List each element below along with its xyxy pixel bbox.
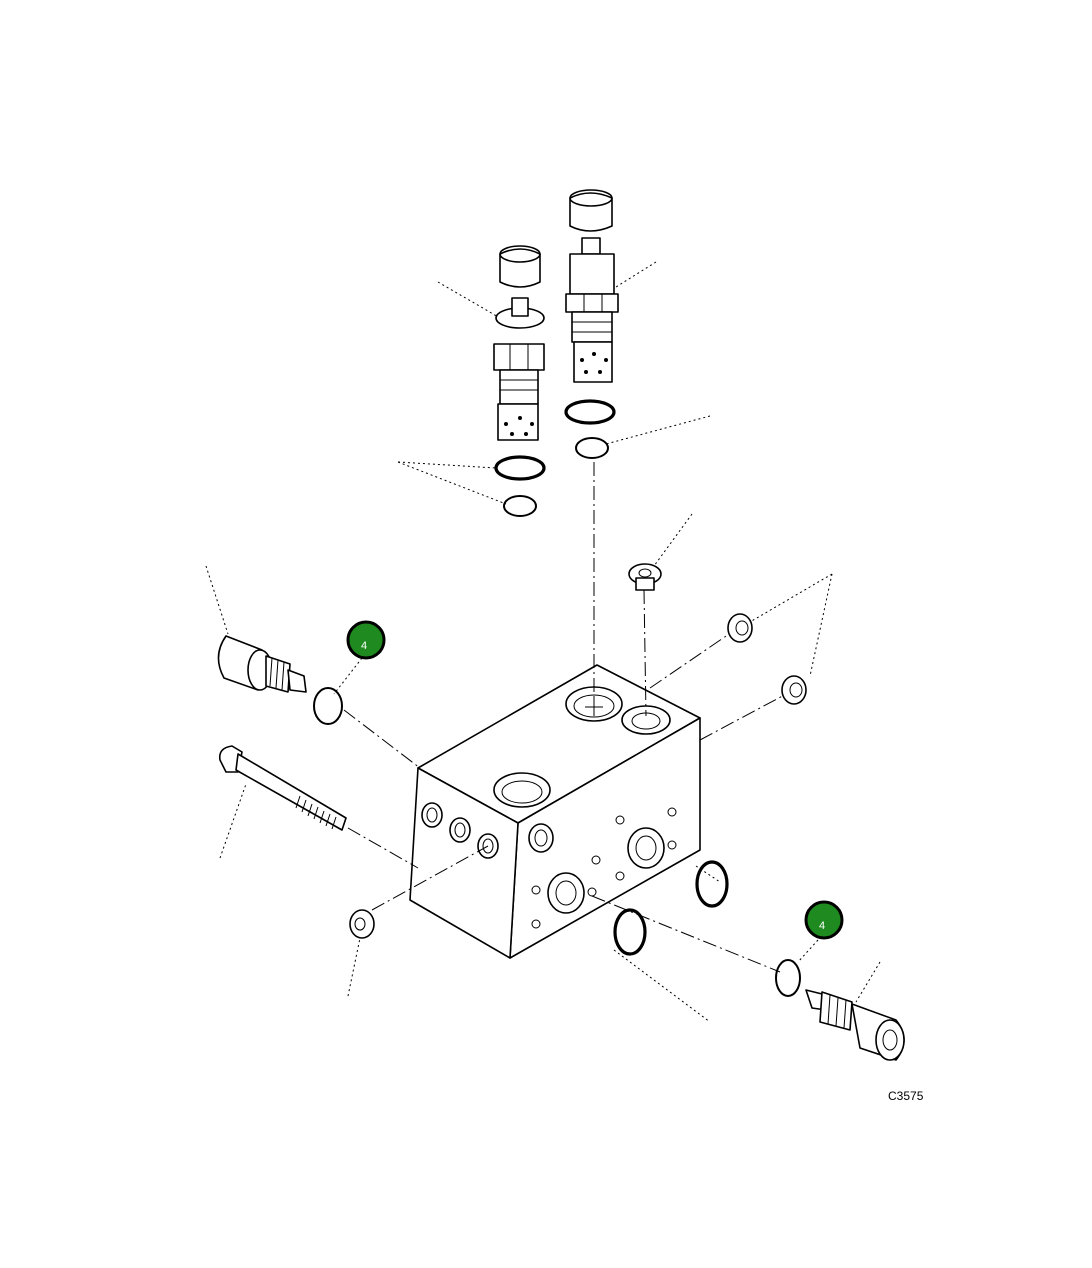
long-bolt (218, 745, 347, 831)
o-ring-front-left (613, 908, 647, 956)
plug-bottom-left (349, 909, 375, 939)
cartridge-valve-left (493, 245, 546, 517)
callout-label: 4 (819, 920, 825, 932)
callout-4-left[interactable]: 4 (346, 620, 386, 660)
center-lines (343, 462, 791, 973)
relief-valve-left (217, 635, 307, 693)
plug-right-upper (727, 613, 753, 643)
plug-top (628, 563, 662, 591)
relief-valve-right (805, 989, 905, 1061)
o-ring-front-right (695, 860, 729, 908)
o-ring-right (775, 959, 801, 997)
o-ring-left (313, 687, 343, 725)
plug-right-lower (781, 675, 807, 705)
figure-number: C3575 (888, 1089, 924, 1103)
cartridge-valve-right (564, 189, 619, 459)
callout-4-right[interactable]: 4 (804, 900, 844, 940)
callout-label: 4 (361, 640, 367, 652)
leader-lines (205, 261, 881, 1023)
manifold-block (409, 664, 701, 959)
